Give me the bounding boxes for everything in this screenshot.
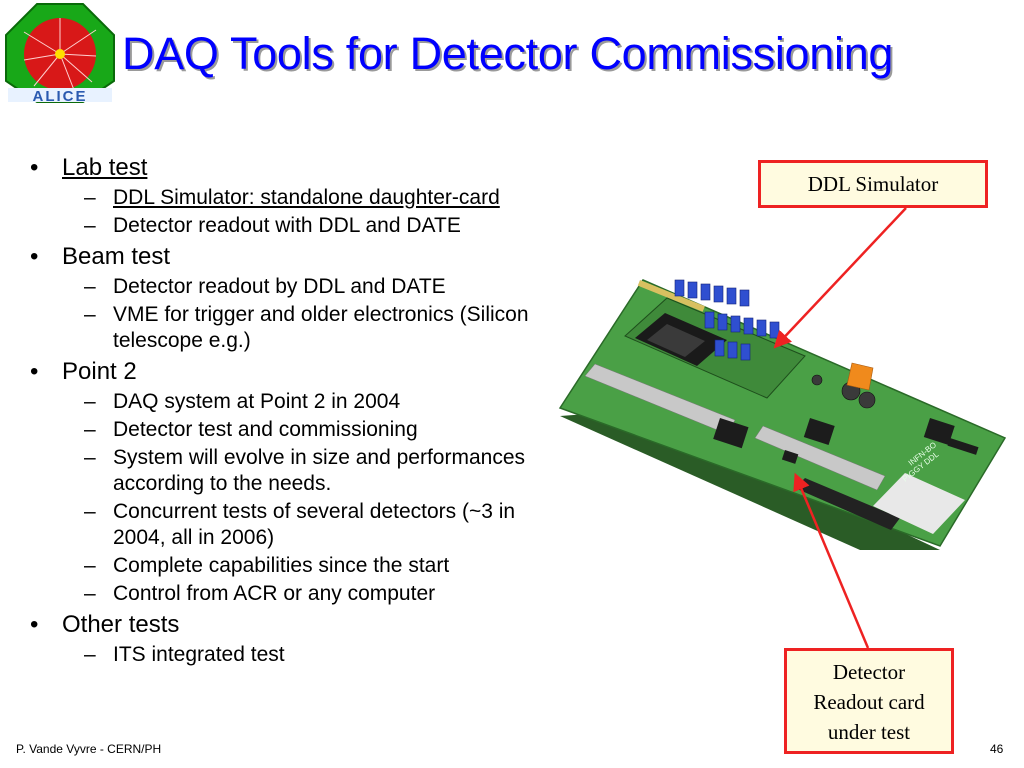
callout-ddl-simulator: DDL Simulator <box>758 160 988 208</box>
callout-readout-card: Detector Readout card under test <box>784 648 954 754</box>
sub-bullet: –Control from ACR or any computer <box>84 582 436 605</box>
bullet-lab-test: •Lab test <box>30 154 148 181</box>
logo-text: ALICE <box>33 88 88 104</box>
sub-bullet: –Detector test and commissioning <box>84 418 418 441</box>
footer-author: P. Vande Vyvre - CERN/PH <box>16 742 162 756</box>
sub-bullet: –Concurrent tests of several detectors (… <box>84 500 516 549</box>
sub-bullet: –DDL Simulator: standalone daughter-card <box>84 186 500 209</box>
sub-bullet: –Complete capabilities since the start <box>84 554 450 577</box>
bullet-other-tests: •Other tests <box>30 611 180 638</box>
sub-bullet: –DAQ system at Point 2 in 2004 <box>84 390 401 413</box>
footer-page-number: 46 <box>990 742 1004 756</box>
alice-logo: ALICE <box>5 3 115 104</box>
sub-bullet: –VME for trigger and older electronics (… <box>84 303 529 352</box>
bullet-list: •Lab test –DDL Simulator: standalone dau… <box>30 150 610 668</box>
bullet-point-2: •Point 2 <box>30 358 137 385</box>
sub-bullet: –System will evolve in size and performa… <box>84 446 526 495</box>
sub-bullet: –Detector readout with DDL and DATE <box>84 214 461 237</box>
circuit-board-image: INFN-BO PIGGY DDL <box>558 279 1007 550</box>
sub-bullet: –ITS integrated test <box>84 643 285 666</box>
sub-bullet: –Detector readout by DDL and DATE <box>84 275 446 298</box>
bullet-beam-test: •Beam test <box>30 243 171 270</box>
slide-title: DAQ Tools for Detector Commissioning <box>122 28 894 79</box>
